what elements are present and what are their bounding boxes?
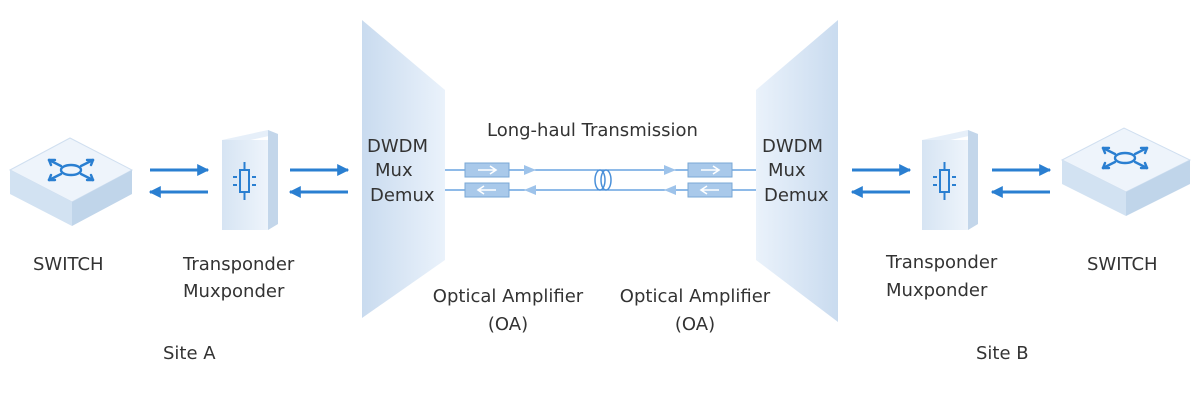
mux-right-line3: Demux — [764, 185, 829, 206]
transponder-label-site-a: Transponder — [183, 254, 295, 275]
amp-right-line1: Optical Amplifier — [619, 286, 771, 307]
switch-label-site-a: SWITCH — [33, 254, 104, 275]
site-a-label: Site A — [163, 343, 216, 364]
arrow-left-icon — [524, 185, 536, 195]
muxponder-label-site-b: Muxponder — [886, 280, 988, 301]
mux-left-line2: Mux — [375, 160, 413, 181]
amp-left-line2: (OA) — [487, 314, 529, 335]
amp-left-line1: Optical Amplifier — [432, 286, 584, 307]
optical-amplifier-icon — [687, 162, 733, 198]
fiber-coil-icon — [594, 169, 612, 191]
site-b-label: Site B — [976, 343, 1029, 364]
switch-icon — [8, 137, 134, 226]
mux-demux-right-shape — [756, 20, 838, 322]
mux-demux-left-shape — [362, 20, 445, 318]
diagram-title: Long-haul Transmission — [487, 120, 698, 141]
transponder-icon — [222, 130, 278, 230]
arrow-right-icon — [524, 165, 536, 175]
optical-amplifier-icon — [464, 162, 510, 198]
transponder-icon — [922, 130, 978, 230]
mux-right-line1: DWDM — [762, 136, 824, 157]
amp-right-line2: (OA) — [674, 314, 716, 335]
transponder-label-site-b: Transponder — [886, 252, 998, 273]
arrow-right-icon — [664, 165, 676, 175]
arrow-left-icon — [664, 185, 676, 195]
switch-icon — [1060, 127, 1192, 216]
switch-label-site-b: SWITCH — [1087, 254, 1158, 275]
muxponder-label-site-a: Muxponder — [183, 281, 285, 302]
mux-right-line2: Mux — [768, 160, 806, 181]
mux-left-line1: DWDM — [367, 136, 429, 157]
mux-left-line3: Demux — [370, 185, 435, 206]
